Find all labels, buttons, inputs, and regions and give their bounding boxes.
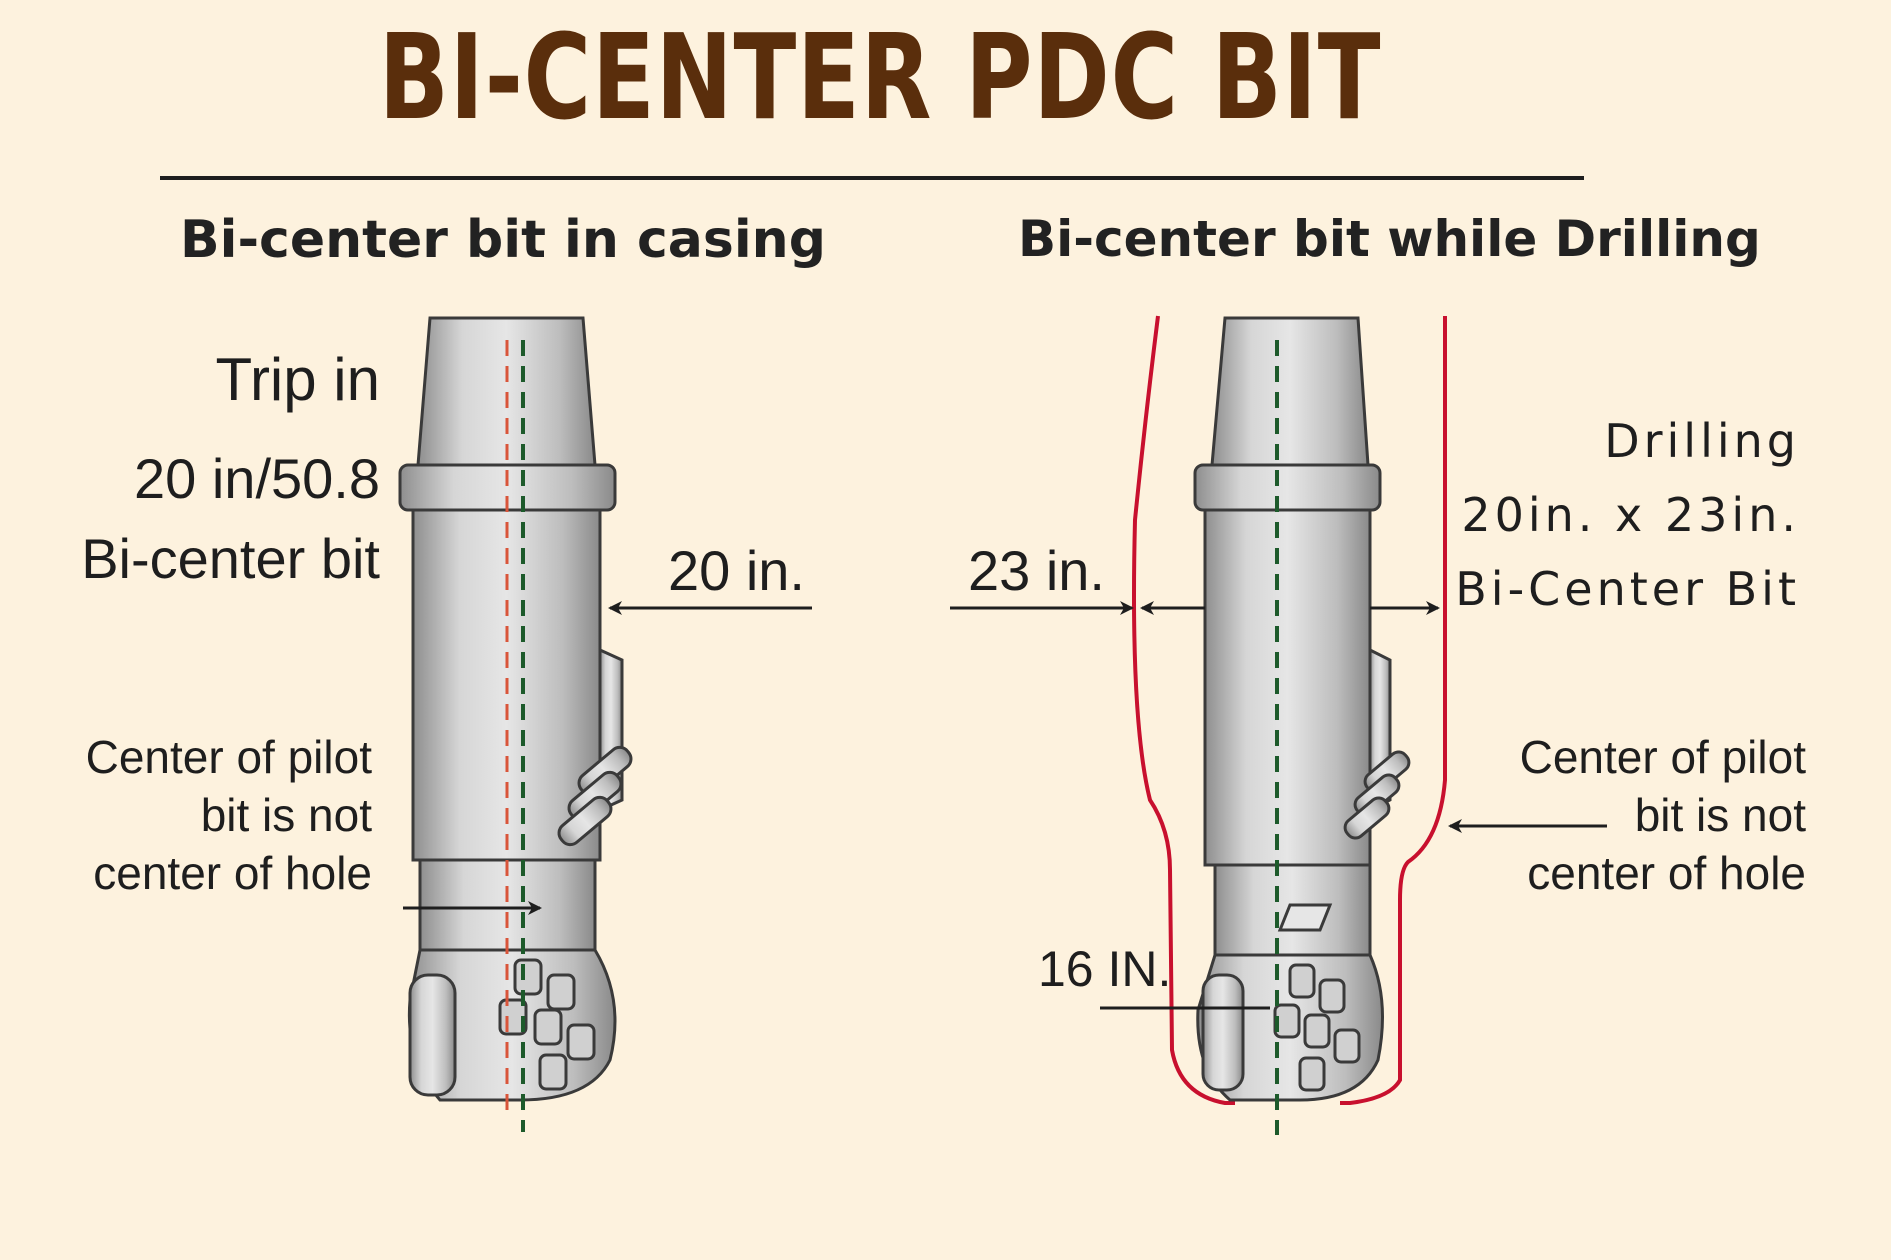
left-pilot-note-line2: bit is not (40, 786, 372, 844)
hole-dimension-label: 23 in. (968, 542, 1105, 600)
page-title: BI-CENTER PDC BIT (194, 8, 1567, 146)
left-bi-center-bit (400, 318, 635, 1100)
pilot-dimension-label: 16 IN. (1038, 940, 1171, 998)
right-bi-center-bit (1195, 318, 1413, 1100)
left-pilot-note-line1: Center of pilot (40, 728, 372, 786)
left-bit-name-label: Bi-center bit (60, 530, 380, 588)
drilling-mode-label: Drilling (1400, 404, 1800, 478)
left-panel-heading: Bi-center bit in casing (180, 210, 826, 270)
right-panel-heading: Bi-center bit while Drilling (1018, 210, 1761, 268)
right-pilot-note-line1: Center of pilot (1440, 728, 1806, 786)
right-pilot-note-line3: center of hole (1440, 844, 1806, 902)
left-bit-size-label: 20 in/50.8 (60, 450, 380, 508)
trip-in-label: Trip in (100, 345, 380, 415)
title-divider (160, 176, 1584, 180)
left-pilot-note-line3: center of hole (40, 844, 372, 902)
right-bit-name-label: Bi-Center Bit (1400, 552, 1800, 626)
right-pilot-note-line2: bit is not (1440, 786, 1806, 844)
casing-dimension-label: 20 in. (668, 542, 805, 600)
right-bit-size-label: 20in. x 23in. (1400, 478, 1800, 552)
